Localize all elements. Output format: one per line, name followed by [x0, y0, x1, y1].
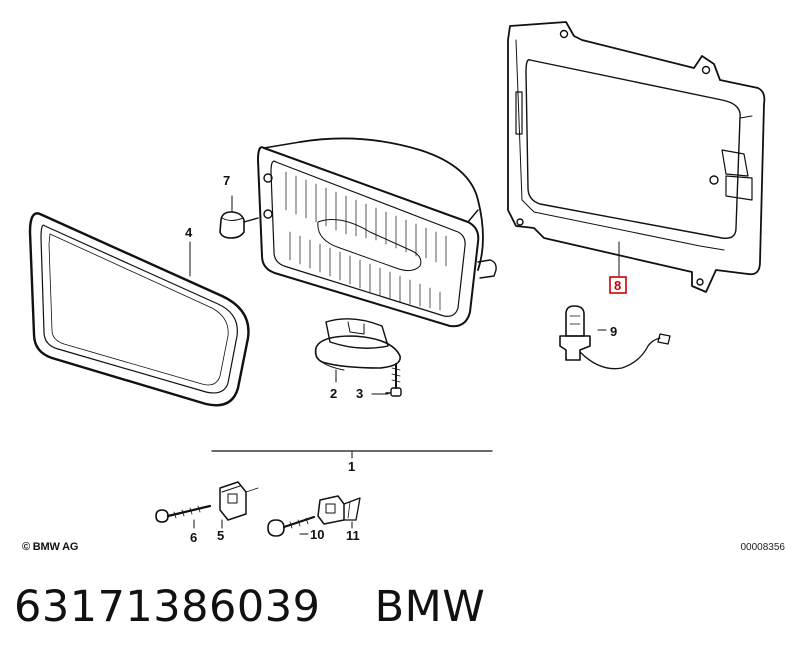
copyright-text: © BMW AG — [22, 541, 79, 553]
mounting-ring — [314, 318, 401, 371]
callout-8[interactable]: 8 — [614, 278, 621, 293]
fog-light-housing — [257, 137, 497, 328]
spring-clip — [317, 495, 361, 525]
callout-6[interactable]: 6 — [190, 530, 197, 545]
parts-diagram: 1 2 3 4 5 6 7 8 9 10 11 — [28, 21, 766, 545]
long-screw — [155, 504, 212, 523]
callout-11[interactable]: 11 — [346, 528, 360, 543]
bulb — [559, 305, 671, 370]
callout-4[interactable]: 4 — [185, 225, 193, 240]
highlight-box — [609, 276, 627, 294]
diagram-code: 00008356 — [740, 542, 786, 553]
part-number: 63171386039 — [14, 582, 321, 632]
callout-9[interactable]: 9 — [610, 324, 617, 339]
callout-10[interactable]: 10 — [310, 527, 324, 542]
clip-nut — [219, 481, 259, 521]
callout-7[interactable]: 7 — [223, 173, 230, 188]
rubber-cap — [219, 211, 259, 239]
part-title: 63171386039 BMW — [14, 582, 485, 632]
callout-2[interactable]: 2 — [330, 386, 337, 401]
callout-3[interactable]: 3 — [356, 386, 363, 401]
brand-name: BMW — [374, 582, 486, 632]
callout-1[interactable]: 1 — [348, 459, 355, 474]
callout-5[interactable]: 5 — [217, 528, 224, 543]
small-screw — [385, 363, 402, 397]
leader-lines — [189, 195, 620, 535]
short-screw — [267, 515, 316, 537]
support-bracket — [507, 21, 766, 293]
gasket-frame — [28, 212, 250, 407]
